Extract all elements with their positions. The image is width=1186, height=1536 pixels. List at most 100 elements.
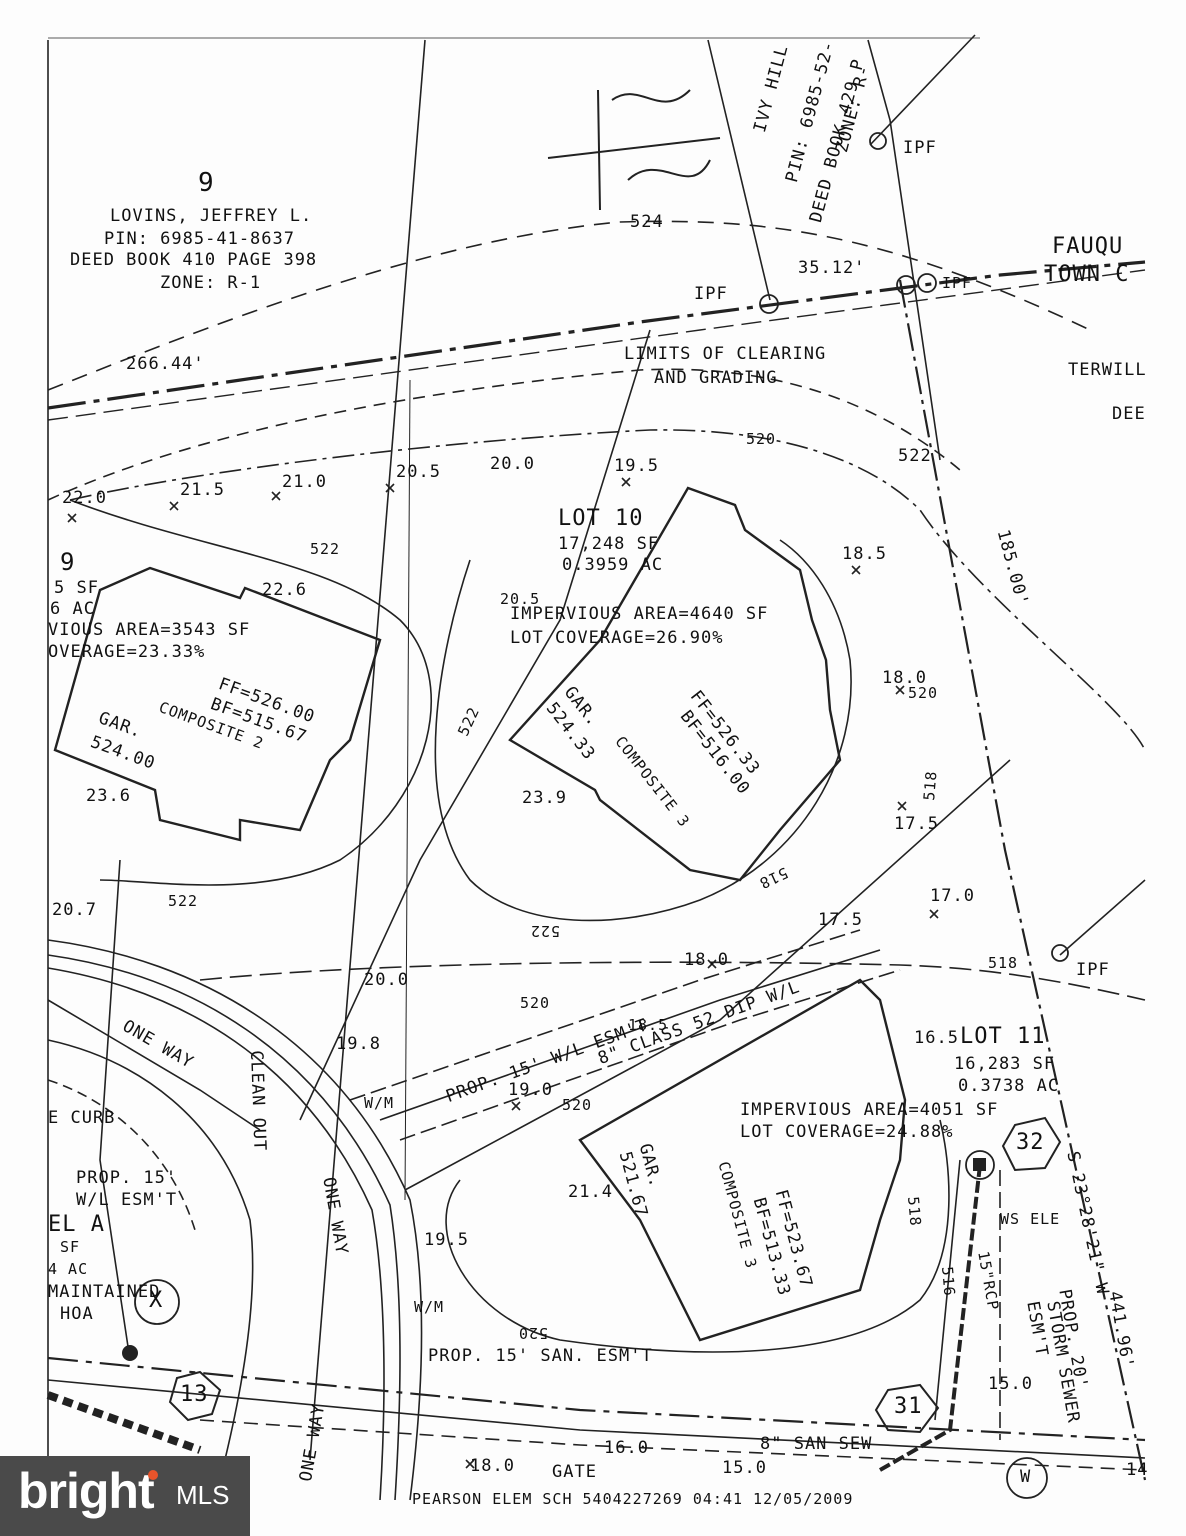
- spot-mark: [897, 801, 907, 811]
- manhole-circle: [965, 1150, 995, 1180]
- contour-label-522-top: 522: [898, 446, 932, 466]
- x-symbol-label: X: [149, 1288, 164, 1313]
- lot-line-9-10: [299, 329, 651, 1121]
- lot11-contour-loop: [445, 1119, 950, 1353]
- road-curve-outer: [47, 939, 423, 1501]
- spot-198: 19.8: [336, 1034, 381, 1054]
- bright-mls-watermark: bright MLS: [0, 1456, 250, 1536]
- survey-dot: [122, 1345, 138, 1361]
- sanitary-line-2: [199, 1419, 1146, 1471]
- distance-266: 266.44': [126, 354, 205, 374]
- waterline-easement-1: [349, 929, 861, 1101]
- spot-214: 21.4: [568, 1182, 613, 1202]
- contour-label-522-lot9: 522: [310, 540, 341, 558]
- spot-215: 21.5: [180, 480, 225, 500]
- parcel-ac-label: 4 AC: [48, 1260, 89, 1278]
- ipf-marker-3: [896, 275, 916, 295]
- contour-522-upper: [69, 499, 432, 886]
- spot-205: 20.5: [396, 462, 441, 482]
- ipf-label-4: IPF: [1076, 960, 1110, 980]
- spot-mark: [169, 501, 179, 511]
- spot-207: 20.7: [52, 900, 97, 920]
- fauquier-label: FAUQU: [1052, 234, 1124, 259]
- wm-label-2: W/M: [414, 1298, 445, 1316]
- hex-31-shape: [874, 1383, 940, 1434]
- w-symbol-circle: [1006, 1457, 1048, 1499]
- lot11-coverage: LOT COVERAGE=24.88%: [740, 1122, 954, 1142]
- survey-line-1: [309, 39, 426, 1461]
- spot-195: 19.5: [614, 456, 659, 476]
- north-boundary-offset: [47, 269, 1146, 421]
- owner-name: LOVINS, JEFFREY L.: [110, 206, 313, 226]
- spot-236: 23.6: [86, 786, 131, 806]
- ws-ele-label: WS ELE: [1000, 1210, 1061, 1228]
- contour-label-520-right: 520: [908, 684, 939, 702]
- contour-label-522-lot10: 522: [529, 922, 560, 940]
- watermark-suffix: MLS: [176, 1480, 230, 1510]
- spot-180: 18.0: [882, 668, 927, 688]
- spot-170: 17.0: [930, 886, 975, 906]
- ipf-leader-2: [1059, 879, 1146, 956]
- lot10-coverage: LOT COVERAGE=26.90%: [510, 628, 724, 648]
- spot-180-b: 18.0: [684, 950, 729, 970]
- spot-mark: [465, 1459, 475, 1469]
- wm-label-1: W/M: [364, 1094, 395, 1112]
- hex-32-shape: [1001, 1116, 1062, 1172]
- watermark-accent-dot: [148, 1470, 158, 1480]
- survey-line-4: [867, 39, 941, 461]
- lot10-title: LOT 10: [558, 506, 644, 531]
- waterline-easement-2: [379, 949, 881, 1121]
- spot-mark: [511, 1101, 521, 1111]
- owner-deed: DEED BOOK 410 PAGE 398: [70, 250, 318, 270]
- waterline-easement-3: [399, 969, 901, 1141]
- spot-175: 17.5: [894, 814, 939, 834]
- survey-line-2: [404, 379, 411, 1201]
- contour-label-518-mid: 518: [988, 954, 1019, 972]
- contour-label-520-low: 520: [562, 1096, 593, 1114]
- contour-label-518-lot11: 518: [904, 1195, 925, 1228]
- maintained-label: MAINTAINED: [48, 1282, 161, 1302]
- lot9-lower-line: [99, 859, 131, 1361]
- lot10-ac: 0.3959 AC: [562, 555, 664, 575]
- hex-13-label: 13: [180, 1382, 209, 1407]
- contour-label-524: 524: [630, 212, 664, 232]
- hoa-label: HOA: [60, 1304, 94, 1324]
- terwill-label: TERWILL: [1068, 360, 1147, 380]
- lot11-impervious: IMPERVIOUS AREA=4051 SF: [740, 1100, 999, 1120]
- ipf-label-3: IPF: [942, 274, 973, 292]
- ipf-marker-2: [759, 294, 779, 314]
- spot-185: 18.5: [842, 544, 887, 564]
- lot9-number: 9: [60, 548, 76, 576]
- ipf-label-1: IPF: [903, 138, 937, 158]
- limits-label-1: LIMITS OF CLEARING: [624, 344, 827, 364]
- sanitary-easement: [47, 1356, 1146, 1442]
- clean-out-label: CLEAN OUT: [246, 1049, 270, 1152]
- lot-line-10-11: [404, 759, 1011, 1191]
- lot10-contour-loop: [434, 539, 852, 922]
- town-label: TOWN C: [1044, 262, 1130, 287]
- spot-mark: [621, 477, 631, 487]
- lot10-sf: 17,248 SF: [558, 534, 660, 554]
- lot-number-9: 9: [198, 168, 215, 198]
- contour-label-520-lot11: 520: [517, 1324, 548, 1342]
- contour-label-520-top: 520: [746, 430, 777, 448]
- spot-200: 20.0: [490, 454, 535, 474]
- spot-195-b: 19.5: [424, 1230, 469, 1250]
- hex-31-label: 31: [894, 1394, 923, 1419]
- road-curve-inner-2: [47, 1079, 196, 1231]
- curb-label: E CURB: [48, 1108, 116, 1128]
- contour-524: [47, 220, 1091, 391]
- sanitary-sewer-label: 8" SAN SEW: [760, 1434, 873, 1454]
- spot-185-b: 18.5: [628, 1016, 669, 1034]
- owner-pin: PIN: 6985-41-8637: [104, 229, 295, 249]
- spot-226: 22.6: [262, 580, 307, 600]
- hex-32-label: 32: [1016, 1130, 1045, 1155]
- spot-mark: [707, 959, 717, 969]
- spot-180-c: 18.0: [470, 1456, 515, 1476]
- manhole-square: [973, 1158, 986, 1171]
- spot-220: 22.0: [62, 488, 107, 508]
- contour-label-516: 516: [938, 1265, 959, 1298]
- lot11-sf: 16,283 SF: [954, 1054, 1056, 1074]
- lot11-ac: 0.3738 AC: [958, 1076, 1060, 1096]
